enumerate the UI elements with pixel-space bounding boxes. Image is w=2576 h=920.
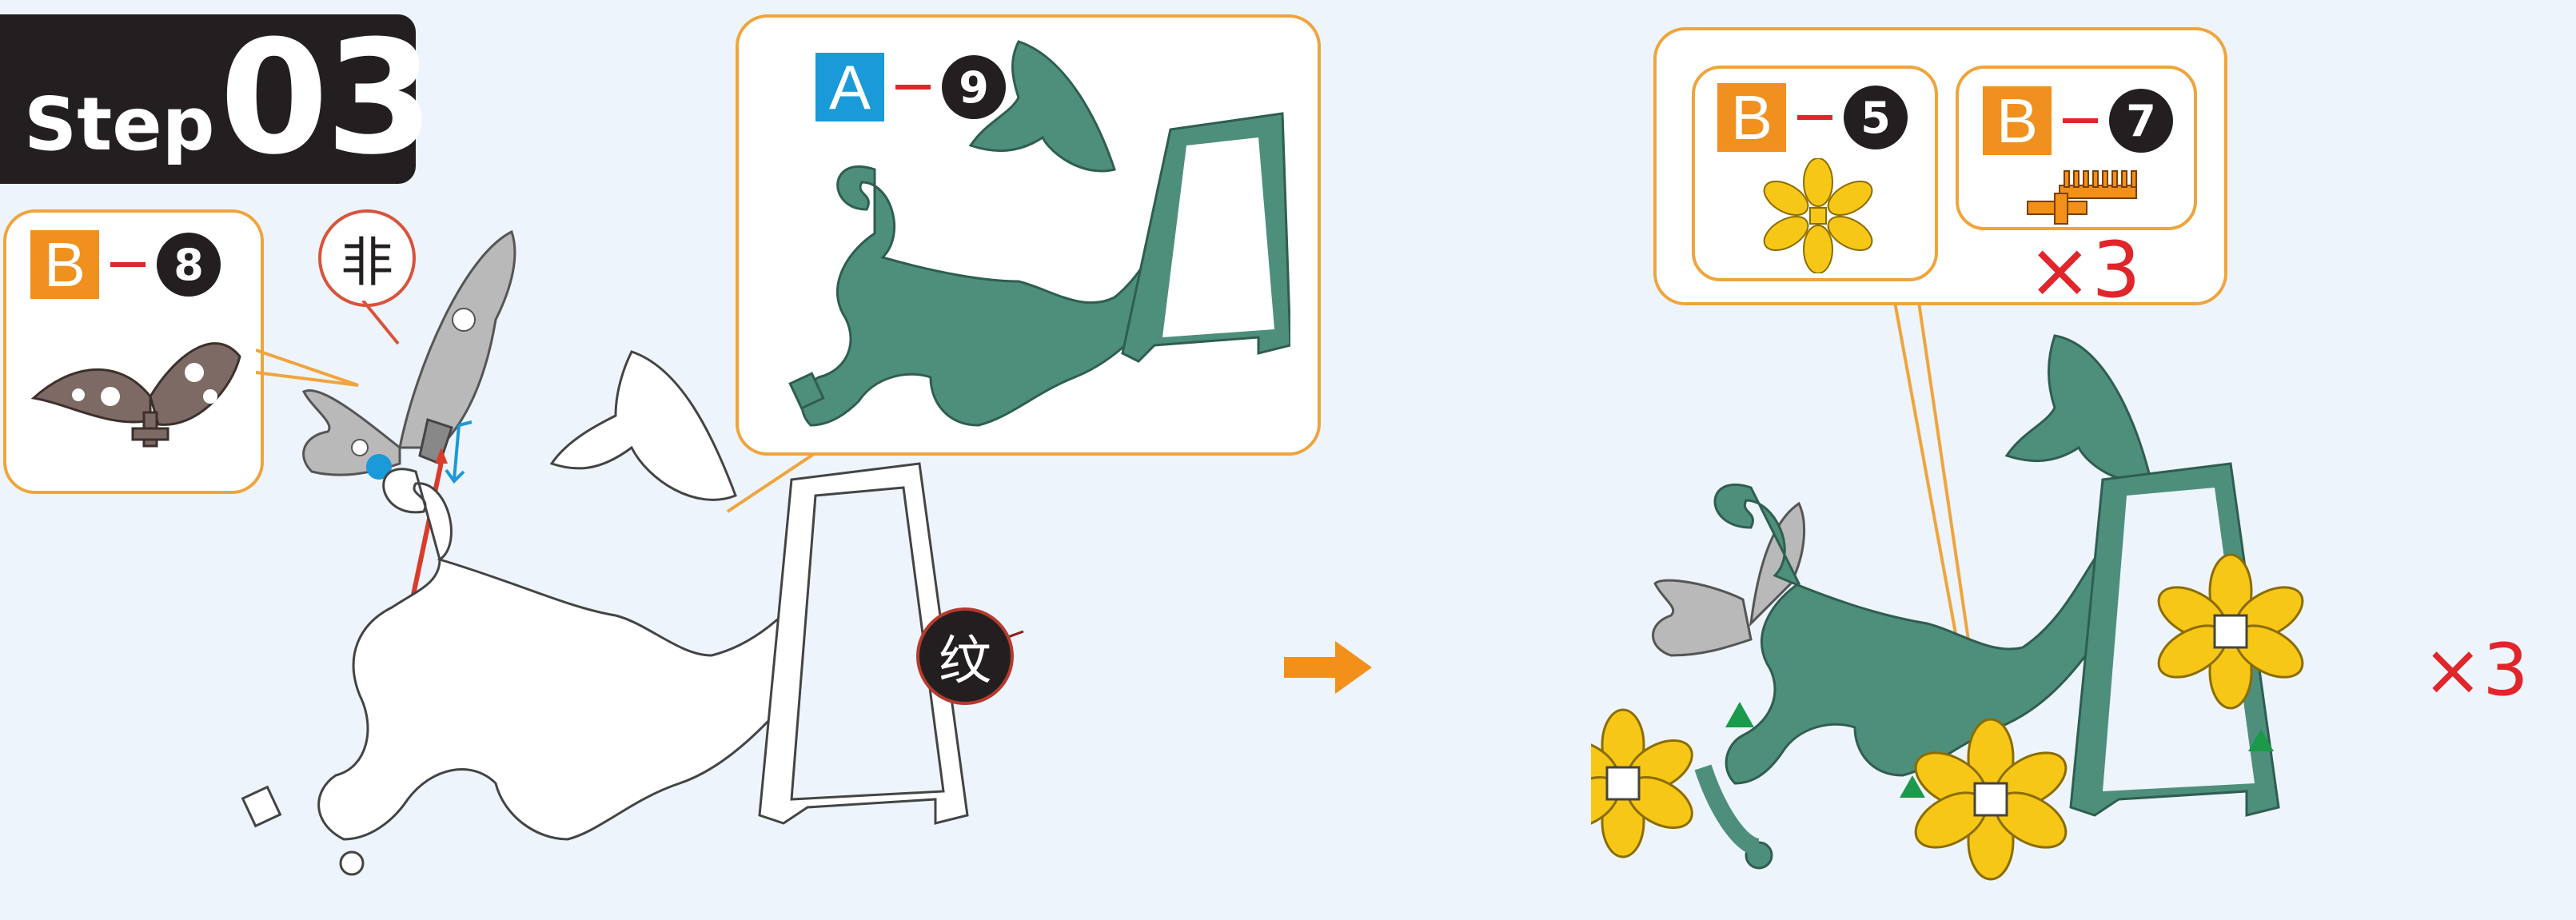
part-code-b5: B 5 [1717,82,1908,153]
assembled-flower-icon [1591,553,2304,881]
part-code-a9: A 9 [815,52,1006,122]
part-dash [110,262,146,267]
label-wen-badge: 纹 [916,607,1014,705]
part-letter-a: A [815,52,884,122]
step-word: Step [24,82,215,167]
part-dash [895,85,931,90]
part-letter-b: B [1717,82,1786,153]
part-number-5: 5 [1844,86,1908,149]
part-letter-b: B [30,229,99,300]
part-dash [2063,118,2098,123]
label-wen-text: 纹 [939,630,991,691]
part-code-b7: B 7 [1983,86,2173,156]
vine-frame-outline-icon [241,350,969,876]
part-number-8: 8 [157,233,221,297]
step-number: 03 [219,7,435,190]
position-marker-icon [1725,702,2274,798]
label-fei-text: 非 [341,232,393,293]
comb-pin-part-icon [2027,170,2137,225]
label-fei-pointer [361,301,400,345]
part-number-7: 7 [2109,89,2173,153]
callout-a9: A 9 [736,14,1321,456]
brown-butterfly-part-icon [30,342,241,448]
multiplier-parts: ×3 [2028,225,2141,315]
assembly-arrow-icon [1284,641,1372,694]
callout-b8: B 8 [3,209,264,494]
label-fei-badge: 非 [318,209,416,307]
part-letter-b: B [1983,86,2052,156]
part-code-b8: B 8 [30,229,221,300]
yellow-flower-part-icon [1763,158,1873,273]
step-badge: Step 03 [0,14,434,184]
teal-vine-frame-part-icon [788,40,1290,427]
callout-b5: B 5 [1692,66,1938,281]
gray-butterfly-part-icon [301,229,516,476]
right-assembly-diagram [1591,334,2304,881]
left-assembly-diagram [241,229,1024,876]
part-number-9: 9 [942,55,1006,119]
callout-flower-parts: B 5 B 7 [1653,27,2227,309]
callout-pointer-b8 [256,348,359,387]
part-dash [1797,115,1832,120]
callout-b7: B 7 [1956,66,2197,230]
multiplier-assembly: ×3 [2422,628,2529,712]
